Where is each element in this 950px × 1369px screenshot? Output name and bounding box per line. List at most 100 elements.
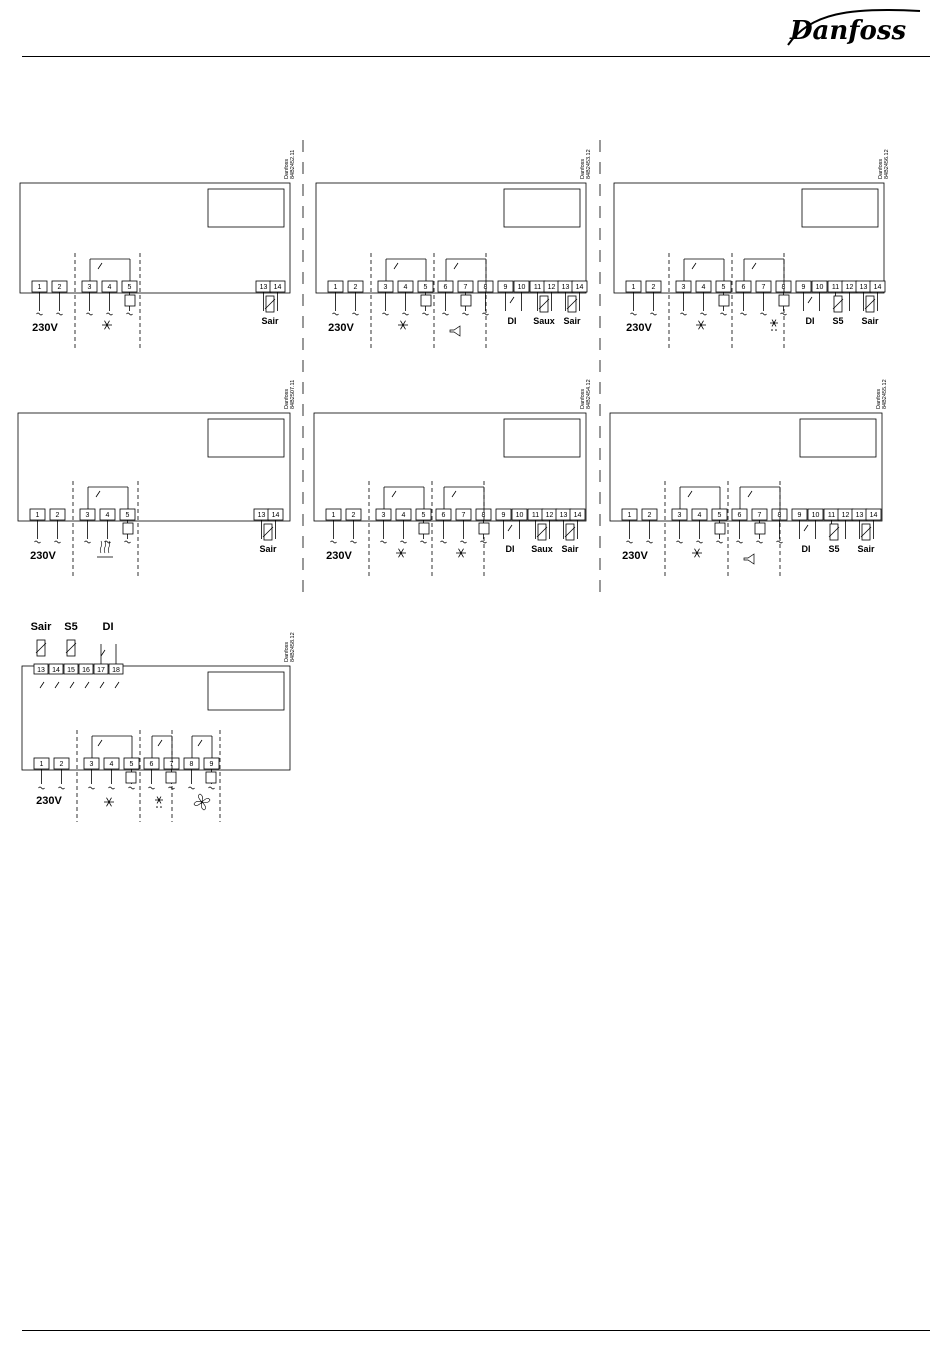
ac-symbol	[54, 540, 61, 544]
terminal-number: 2	[58, 284, 62, 291]
footer-rule	[22, 1330, 930, 1331]
snowflake-ray	[402, 320, 406, 326]
load-box	[754, 522, 766, 535]
ac-symbol	[56, 312, 63, 316]
ac-symbol	[482, 312, 489, 316]
sensor-slash	[832, 298, 844, 310]
product-code-line: Danfoss	[284, 642, 290, 662]
ac-symbol	[38, 786, 45, 790]
relay-contact	[97, 739, 103, 747]
terminal-number: 7	[170, 761, 174, 768]
ac-symbol	[780, 312, 787, 316]
snowflake-ray	[696, 548, 700, 554]
display-window	[801, 188, 879, 228]
load-box	[125, 771, 137, 784]
ac-symbol	[400, 540, 407, 544]
ac-symbol	[148, 786, 155, 790]
terminal-number: 6	[444, 284, 448, 291]
terminal-number: 1	[628, 512, 632, 519]
terminal-number: 13	[560, 512, 568, 519]
ac-symbol	[650, 312, 657, 316]
supply-voltage-label: 230V	[30, 550, 56, 562]
terminal-number: 9	[798, 512, 802, 519]
product-code-line: Danfoss	[580, 389, 586, 409]
snowflake-ray	[700, 324, 704, 330]
terminal-number: 8	[190, 761, 194, 768]
terminal-number: 2	[652, 284, 656, 291]
terminal-number: 5	[130, 761, 134, 768]
snowflake-ray	[106, 320, 110, 326]
relay-contact	[391, 490, 397, 498]
snowflake-ray	[106, 797, 110, 803]
defrost-icon	[770, 319, 778, 331]
terminal-number: 14	[576, 284, 584, 291]
product-code-line: 84B2455.12	[882, 379, 888, 409]
ac-symbol	[700, 312, 707, 316]
sensor-slash	[536, 526, 548, 538]
sensor-label-s5: S5	[832, 316, 843, 326]
ac-symbol	[740, 312, 747, 316]
sensor-slash	[860, 526, 872, 538]
product-code-line: Danfoss	[876, 389, 882, 409]
terminal-number: 9	[504, 284, 508, 291]
sensor-label-s5: S5	[64, 621, 77, 633]
snowflake-ray	[106, 324, 110, 330]
load-box	[122, 522, 134, 535]
terminal-number: 8	[778, 512, 782, 519]
ground-contact	[114, 681, 120, 689]
sensor-label-s5: S5	[828, 544, 839, 554]
snowflake-ray	[694, 552, 698, 558]
terminal-number: 11	[828, 512, 835, 519]
sensor-label-sair: Sair	[561, 544, 579, 554]
product-code-line: 84B2452.11	[290, 150, 296, 179]
ac-symbol	[626, 540, 633, 544]
ground-contact	[84, 681, 90, 689]
relay-contact	[157, 739, 163, 747]
digital-input-switch	[807, 296, 813, 304]
terminal-number: 10	[516, 512, 524, 519]
load-box	[778, 294, 790, 307]
snowflake-ray	[698, 324, 702, 330]
terminal-number: 3	[90, 761, 94, 768]
terminal-number: 2	[60, 761, 64, 768]
product-code-line: Danfoss	[284, 159, 290, 179]
sensor-slash	[864, 298, 876, 310]
product-code-line: 84B2507.11	[290, 380, 296, 409]
snowflake-ray	[108, 801, 112, 807]
snowflake-ray	[696, 552, 700, 558]
ac-symbol	[440, 540, 447, 544]
snowflake-ray	[700, 320, 704, 326]
ac-symbol	[460, 540, 467, 544]
relay-contact	[451, 490, 457, 498]
relay-contact	[97, 262, 103, 270]
ac-symbol	[680, 312, 687, 316]
snowflake-ray	[400, 324, 404, 330]
ac-symbol	[350, 540, 357, 544]
terminal-number: 13	[37, 667, 45, 674]
relay-contact	[453, 262, 459, 270]
terminal-number: 11	[832, 284, 839, 291]
ac-symbol	[736, 540, 743, 544]
ground-contact	[69, 681, 75, 689]
product-code-line: 84B2456.12	[884, 149, 890, 179]
ac-symbol	[716, 540, 723, 544]
heat-wave	[99, 540, 103, 554]
load-box	[205, 771, 217, 784]
display-window	[503, 188, 581, 228]
heat-wave	[107, 540, 111, 554]
terminal-number: 6	[738, 512, 742, 519]
load-box	[460, 294, 472, 307]
supply-voltage-label: 230V	[326, 550, 352, 562]
sensor-label-di: DI	[806, 316, 815, 326]
snowflake-ray	[773, 322, 777, 327]
terminal-number: 5	[424, 284, 428, 291]
terminal-number: 6	[742, 284, 746, 291]
ac-symbol	[720, 312, 727, 316]
